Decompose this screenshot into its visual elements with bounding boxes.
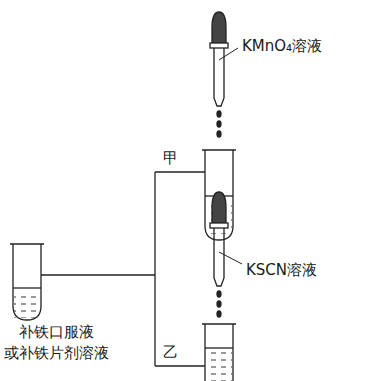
dropper bbox=[210, 192, 242, 317]
test-tube bbox=[202, 324, 236, 381]
dropper bbox=[210, 12, 238, 137]
tube-label: 甲 bbox=[163, 148, 187, 169]
tube-label: 乙 bbox=[163, 342, 187, 363]
reagent-label: KSCN溶液 bbox=[246, 260, 361, 281]
test-tube bbox=[202, 150, 236, 240]
reagent-label: KMnO₄溶液 bbox=[242, 36, 362, 57]
sample-label: 补铁口服液 或补铁片剂溶液 bbox=[0, 322, 112, 364]
test-tube bbox=[10, 244, 44, 320]
